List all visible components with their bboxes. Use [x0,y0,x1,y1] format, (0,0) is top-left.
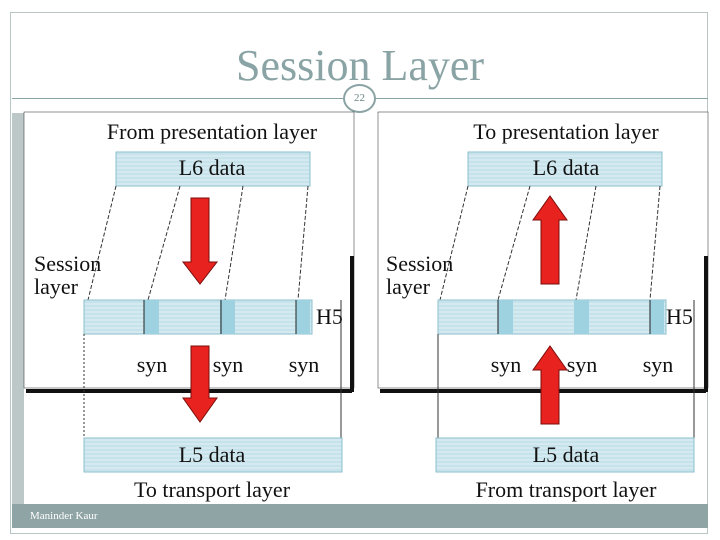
left-layer-label: layer [34,274,79,299]
left-l6-label: L6 data [179,155,246,180]
left-syn-label-1: syn [137,352,168,377]
left-syn-label-2: syn [213,352,244,377]
right-map-line [439,185,469,301]
footer-bar [12,504,708,528]
left-bottom-label: To transport layer [134,477,291,502]
right-layer-label: layer [386,274,431,299]
left-accent-band [12,113,24,506]
right-bottom-label: From transport layer [476,477,658,502]
right-l5-bar [435,437,695,473]
left-l5-bar [83,437,343,473]
right-up-arrow-bottom [532,345,568,425]
left-down-arrow-bottom [182,345,218,423]
footer-author: Maninder Kaur [30,510,98,522]
left-down-arrow-top [181,197,219,285]
left-map-line [224,185,244,301]
right-session-bar [437,299,667,335]
right-h5-label: H5 [666,304,693,329]
right-syn-label-2: syn [567,352,598,377]
right-syn-block [574,300,589,334]
left-map-line [147,185,181,301]
left-syn-label-3: syn [289,352,320,377]
left-map-line [297,185,309,301]
right-session-label: Session [386,251,453,276]
page-number-badge: 22 [343,84,376,113]
right-l5-label: L5 data [533,442,600,467]
right-top-label: To presentation layer [473,119,659,144]
left-syn-block [296,300,310,334]
right-up-arrow-top [532,195,568,285]
left-session-bar [83,299,313,335]
right-l6-label: L6 data [533,155,600,180]
right-map-line [649,185,661,301]
left-top-label: From presentation layer [107,119,318,144]
left-h5-label: H5 [316,304,343,329]
right-syn-block [498,300,513,334]
left-l5-label: L5 data [179,442,246,467]
left-l6-bar [115,151,311,187]
right-map-line [575,185,597,301]
left-map-line [87,185,117,301]
left-syn-block [220,300,235,334]
left-panel: From presentation layer L6 data Session … [23,111,355,502]
right-syn-label-1: syn [491,352,522,377]
right-syn-label-3: syn [643,352,674,377]
right-panel: To presentation layer L6 data Session la… [377,111,709,502]
right-map-line [497,185,531,301]
right-syn-block [650,300,664,334]
left-syn-block [144,300,159,334]
left-session-label: Session [34,251,101,276]
right-l6-bar [467,151,663,187]
slide-title: Session Layer [235,41,485,90]
